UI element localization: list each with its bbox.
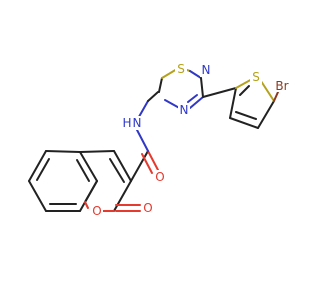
atom-labels: Br S S N N H N O O O	[91, 62, 291, 218]
atom-s-thiophene: S	[252, 70, 260, 84]
atom-o-ring: O	[92, 204, 101, 218]
thiadiazole-ring	[158, 68, 204, 111]
atom-br: Br	[275, 79, 288, 93]
ring-link-bond	[202, 87, 237, 98]
atom-o-amide: O	[155, 170, 164, 184]
atom-s-thiadiazole: S	[177, 62, 185, 76]
atom-n-thiadiazole-top: N	[202, 63, 211, 77]
molecule-diagram: Br S S N N H N O O O	[28, 62, 291, 218]
amide-group	[130, 127, 159, 182]
pyranone-ring	[79, 150, 132, 212]
thiophene-ring	[229, 77, 275, 129]
atom-n-amide: N	[133, 116, 142, 130]
atom-n-thiadiazole-bottom: N	[180, 103, 189, 117]
lactone-carbonyl	[115, 204, 141, 212]
atom-o-carbonyl: O	[143, 201, 152, 215]
atom-h: H	[122, 116, 131, 130]
molecule-structure: Br S S N N H N O O O	[28, 62, 291, 218]
benzene-ring	[28, 150, 98, 212]
